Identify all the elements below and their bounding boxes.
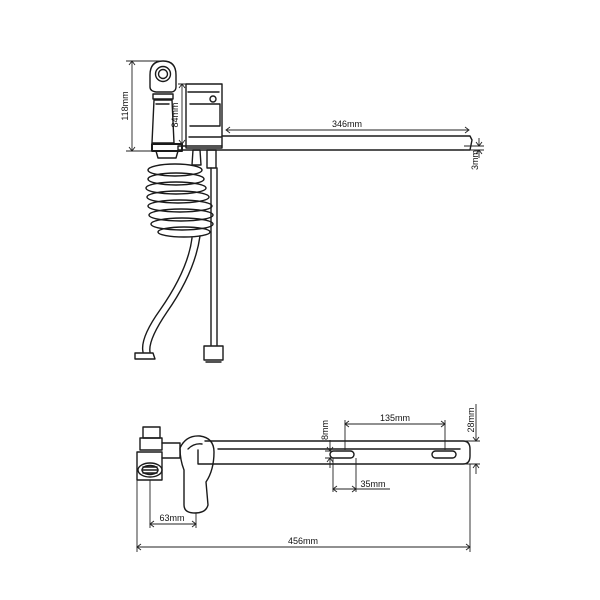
dimension-84mm: 84mm: [170, 83, 186, 145]
dimension-3mm: 3mm: [464, 138, 484, 170]
dimension-118mm: 118mm: [120, 60, 163, 152]
label-84mm: 84mm: [170, 102, 180, 127]
dimension-35mm: 35mm: [332, 458, 390, 493]
label-135mm: 135mm: [380, 413, 410, 423]
label-3mm: 3mm: [470, 150, 480, 170]
lever-handle: [179, 435, 215, 514]
label-456mm: 456mm: [288, 536, 318, 546]
mounting-slot-right: [431, 450, 457, 459]
shower-holder: [151, 143, 183, 152]
dimension-346mm: 346mm: [225, 119, 470, 134]
dimension-28mm: 28mm: [464, 404, 480, 474]
coiled-hose: [134, 163, 214, 360]
side-view: 118mm 84mm 346mm 3mm: [120, 60, 484, 363]
supply-pipe: [203, 167, 224, 363]
label-63mm: 63mm: [159, 513, 184, 523]
shower-head-top: [136, 426, 181, 481]
dimension-456mm: 456mm: [136, 464, 471, 552]
inlet-connector-right: [206, 149, 217, 169]
label-28mm: 28mm: [466, 407, 476, 432]
label-35mm: 35mm: [360, 479, 385, 489]
inlet-connector: [191, 149, 202, 166]
top-view: 135mm 8mm 28mm 35mm 63mm: [136, 404, 480, 552]
label-118mm: 118mm: [120, 91, 130, 120]
label-346mm: 346mm: [332, 119, 362, 129]
hand-shower-head: [149, 60, 177, 144]
label-8mm: 8mm: [320, 420, 330, 440]
dimension-63mm: 63mm: [149, 480, 197, 528]
holder-foot: [155, 150, 179, 159]
mixer-body: [185, 83, 223, 149]
dimension-8mm: 8mm: [320, 420, 336, 468]
dimension-135mm: 135mm: [344, 413, 446, 450]
spout-plate: [197, 440, 471, 465]
mounting-slot-left: [329, 450, 355, 459]
